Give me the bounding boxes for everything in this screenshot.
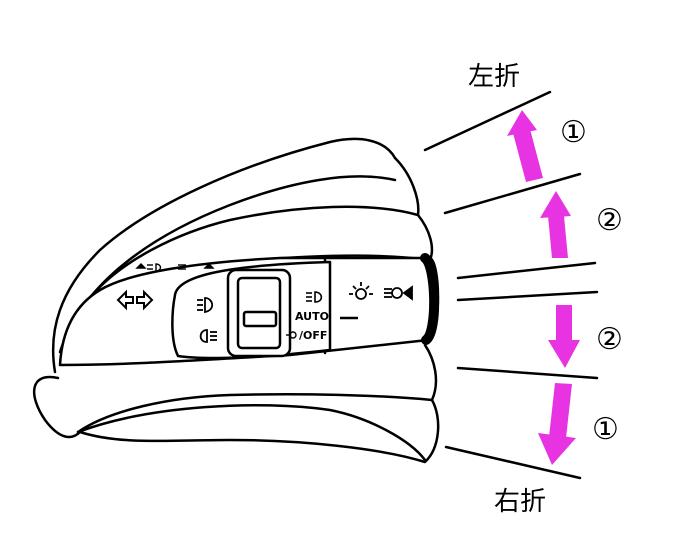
lane-change-right-arrow xyxy=(548,305,580,368)
auto-marking: AUTO xyxy=(295,310,329,323)
right-turn-arrow-head xyxy=(538,433,576,465)
stalk-ring-lower-2 xyxy=(78,398,440,464)
front-fog-light-icon xyxy=(197,297,214,314)
guide-line-right-turn xyxy=(444,445,582,480)
guide-line-middle-lower xyxy=(456,290,599,302)
right-turn-arrow xyxy=(538,383,576,465)
step-one-label-lower: ① xyxy=(592,412,619,447)
turn-signal-arrows-icon xyxy=(116,289,154,311)
headlight-auto-icon xyxy=(384,285,413,301)
right-turn-label: 右折 xyxy=(494,487,546,517)
lane-change-right-arrow-head xyxy=(548,340,580,368)
headlight-icon xyxy=(306,291,323,303)
switch-top-markings xyxy=(135,263,215,272)
lane-change-left-arrow xyxy=(540,191,571,258)
guide-line-left-turn xyxy=(423,90,552,152)
guide-line-upper xyxy=(443,172,582,215)
lane-change-left-arrow-shaft xyxy=(548,216,568,258)
step-two-label-lower: ② xyxy=(596,322,623,357)
rear-fog-light-icon xyxy=(199,329,217,343)
right-turn-arrow-shaft xyxy=(549,383,572,438)
guide-line-lower xyxy=(456,366,599,380)
light-on-sun-icon xyxy=(349,282,373,300)
left-turn-arrow xyxy=(507,110,543,182)
lane-change-left-arrow-head xyxy=(540,191,571,218)
step-one-label-upper: ① xyxy=(560,115,587,150)
stalk-ring-lower-1 xyxy=(76,343,438,434)
left-turn-arrow-shaft xyxy=(513,129,543,182)
parking-light-icon xyxy=(286,331,297,339)
lane-change-right-arrow-shaft xyxy=(556,305,572,342)
step-two-label-upper: ② xyxy=(596,203,623,238)
left-turn-label: 左折 xyxy=(468,62,520,92)
stalk-ring-upper-1 xyxy=(86,156,420,302)
off-marking: /OFF xyxy=(299,329,327,342)
guide-line-middle-upper xyxy=(456,261,597,280)
